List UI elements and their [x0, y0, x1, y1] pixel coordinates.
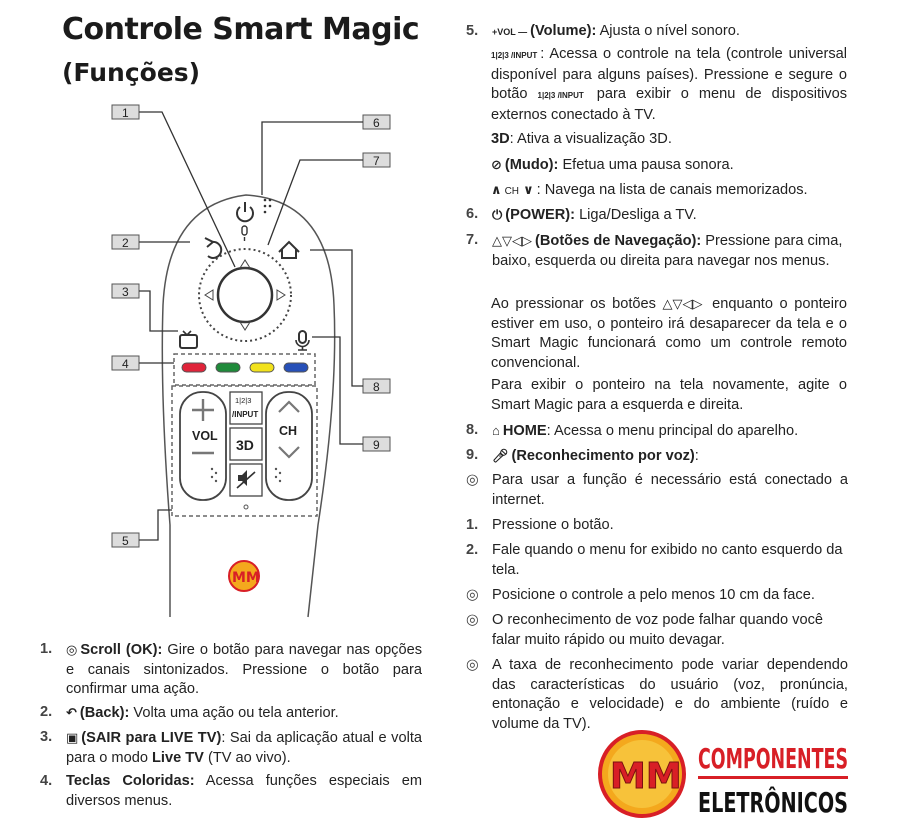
- small-mic-icon: [241, 225, 248, 241]
- mute-key: [229, 463, 263, 497]
- channel-paragraph: ∧CH ∨: Navega na lista de canais memoriz…: [491, 182, 808, 198]
- volume-icon: +VOL —: [492, 27, 528, 37]
- callout-5: 5: [122, 534, 129, 548]
- callout-6: 6: [373, 116, 380, 130]
- callout-7: 7: [373, 154, 380, 168]
- brand-line-1: COMPONENTES: [698, 742, 848, 775]
- scroll-icon: ◎: [66, 642, 78, 657]
- ch-label: CH: [279, 424, 297, 438]
- 3d-paragraph: 3D: Ativa a visualização 3D.: [491, 131, 672, 147]
- power-icon: [236, 198, 272, 223]
- lower-keys-box: [171, 385, 318, 517]
- input-paragraph: 1|2|3 /INPUT: Acessa o controle na tela …: [491, 46, 848, 123]
- nav-arrows-icon: △▽◁▷: [492, 233, 532, 248]
- callout-4: 4: [122, 357, 129, 371]
- home-icon: ⌂: [492, 423, 500, 438]
- callout-8: 8: [373, 380, 380, 394]
- mute-icon: [236, 470, 256, 489]
- back-icon: ↶: [66, 705, 77, 720]
- input-icon: 1|2|3 /INPUT: [491, 51, 538, 60]
- callout-1: 1: [122, 106, 129, 120]
- callout-2: 2: [122, 236, 129, 250]
- svg-text:MM: MM: [232, 570, 260, 586]
- svg-text:/INPUT: /INPUT: [232, 410, 258, 419]
- colored-keys-box: [173, 353, 316, 386]
- mic-icon: [295, 330, 310, 351]
- 3d-icon: 3D: [491, 131, 510, 147]
- tv-icon: [179, 330, 198, 349]
- note-icon: ◎: [466, 657, 479, 673]
- note-icon: ◎: [466, 472, 479, 488]
- remote-diagram: VOL CH 1|2|3 /INPUT 3D MM 1 2 3 4 5 6 7 …: [111, 104, 391, 618]
- back-icon: [204, 237, 223, 259]
- brand-line-2: ELETRÔNICOS: [698, 785, 848, 819]
- nav-arrows-icon: △▽◁▷: [662, 296, 703, 311]
- mute-icon: ⊘: [491, 157, 502, 172]
- mute-paragraph: ⊘(Mudo): Efetua uma pausa sonora.: [491, 157, 734, 173]
- channel-down-icon: ∨: [523, 182, 534, 197]
- svg-text:MM: MM: [610, 756, 682, 797]
- green-key: [215, 362, 241, 373]
- nav-paragraph-3: Para exibir o ponteiro na tela novamente…: [491, 377, 847, 413]
- input-icon: 1|2|3 /INPUT: [537, 91, 584, 100]
- vol-label: VOL: [192, 429, 218, 443]
- note-icon: ◎: [466, 587, 479, 603]
- tv-icon: ▣: [66, 730, 79, 745]
- ch-rocker: [265, 391, 313, 501]
- wheel-dotted-ring: [198, 248, 292, 342]
- power-icon: ⏻: [492, 207, 503, 222]
- page-subtitle: (Funções): [62, 58, 201, 87]
- nav-paragraph-2: Ao pressionar os botões △▽◁▷ enquanto o …: [491, 296, 847, 371]
- scroll-wheel: [216, 266, 274, 324]
- 3d-key: [229, 427, 263, 461]
- svg-text:1|2|3: 1|2|3: [235, 396, 251, 405]
- yellow-key: [249, 362, 275, 373]
- vol-rocker: [179, 391, 227, 501]
- blue-key: [283, 362, 309, 373]
- svg-text:3D: 3D: [236, 437, 254, 453]
- input-key: [229, 391, 263, 425]
- channel-up-icon: ∧: [491, 182, 502, 197]
- callout-9: 9: [373, 438, 380, 452]
- remote-logo: [228, 560, 260, 592]
- note-icon: ◎: [466, 612, 479, 628]
- red-key: [181, 362, 207, 373]
- callout-3: 3: [122, 285, 129, 299]
- page-title: Controle Smart Magic: [62, 12, 420, 47]
- brand-logo: MM COMPONENTES ELETRÔNICOS: [598, 730, 848, 819]
- mic-icon: 🎤︎: [492, 448, 509, 463]
- home-icon: [278, 240, 300, 259]
